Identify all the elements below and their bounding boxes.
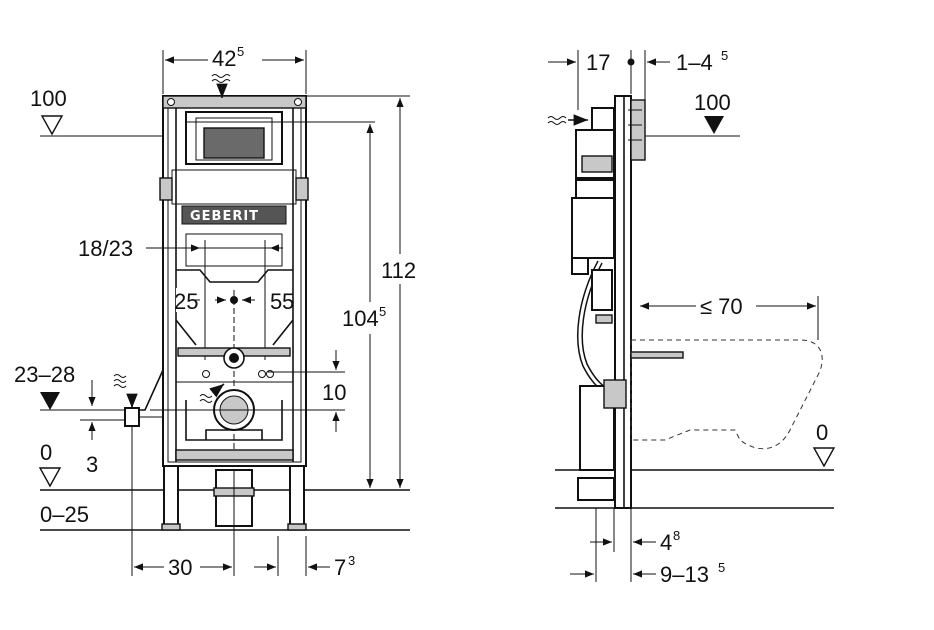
dim-width-main-sup: 5 (237, 44, 244, 59)
dim-width-main: 42 (212, 46, 236, 71)
dim-9-13-sup: 5 (718, 560, 725, 575)
dim-offset-right: 5 (270, 289, 282, 314)
wall-anchor (124, 407, 140, 427)
side-level-100-label: 100 (694, 90, 731, 115)
level-marker-icon (40, 115, 64, 136)
level-marker-icon (40, 392, 60, 410)
water-inlet-icon (199, 383, 225, 403)
wall-board (614, 95, 632, 509)
leg-right (289, 465, 305, 527)
leg-left (163, 465, 179, 527)
front-view: GEBERIT (14, 44, 424, 580)
dim-30: 30 (168, 555, 192, 580)
brand-logo-plate (181, 205, 287, 225)
dim-7: 7 (334, 555, 346, 580)
level-marker-icon (704, 116, 724, 134)
dim-offset-right-sup: 5 (282, 289, 294, 314)
dim-3: 3 (86, 452, 98, 477)
dim-le-70: ≤ 70 (700, 294, 743, 319)
flush-mechanism (203, 127, 265, 159)
dim-0-25: 0–25 (40, 502, 89, 527)
dim-height-total: 112 (381, 258, 416, 283)
dim-1-4: 1–4 (676, 50, 713, 75)
dim-1-4-sup: 5 (721, 48, 728, 63)
dim-4: 4 (660, 530, 672, 555)
side-level-0-label: 0 (816, 420, 828, 445)
water-inlet-icon (547, 114, 588, 126)
dim-height-inner: 104 (342, 306, 379, 331)
level-marker-icon (812, 447, 836, 468)
dim-spacing: 18/23 (78, 236, 133, 261)
water-inlet-icon (211, 74, 231, 98)
level-marker-icon (38, 467, 62, 488)
brand-logo: GEBERIT (190, 209, 259, 224)
dim-17: 17 (586, 50, 610, 75)
dim-4-sup: 8 (673, 528, 680, 543)
mounting-bolt (630, 351, 684, 359)
dim-height-inner-sup: 5 (379, 304, 386, 319)
dim-7-sup: 3 (348, 553, 355, 568)
dim-10: 10 (322, 380, 346, 405)
toilet-bowl-outline (631, 339, 823, 450)
side-view: 17 1–4 5 100 ≤ 70 0 4 8 9–13 5 (547, 48, 836, 587)
water-inlet-icon (113, 374, 127, 388)
dim-9-13: 9–13 (660, 562, 709, 587)
top-rail (162, 95, 307, 109)
level-100-label: 100 (30, 86, 67, 111)
cistern-lower (571, 197, 615, 259)
level-0-label: 0 (40, 440, 52, 465)
level-23-28-label: 23–28 (14, 362, 75, 387)
dim-offset-left: 25 (174, 289, 198, 314)
